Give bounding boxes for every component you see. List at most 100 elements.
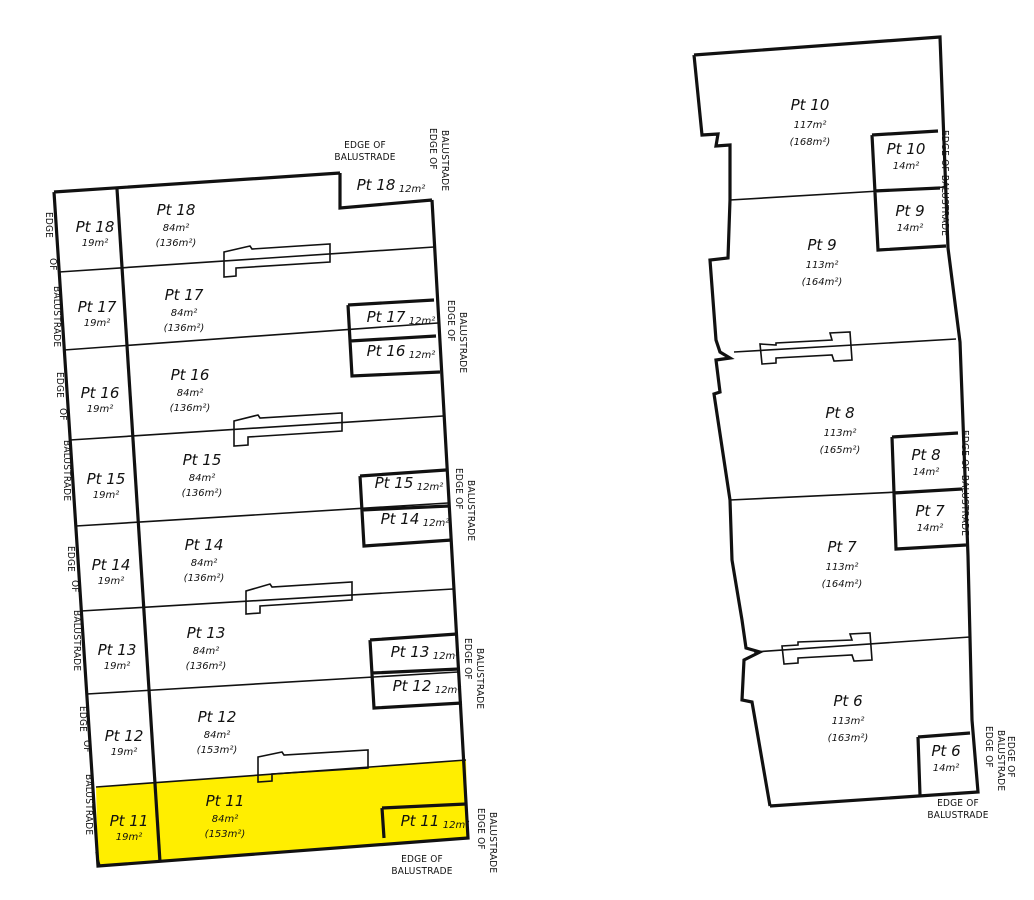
pt-8-unit-total: (165m²) (820, 445, 861, 456)
pt-8-car-area: 14m² (913, 467, 939, 478)
pt-13-unit-total: (136m²) (186, 661, 227, 672)
pt-8-car-label: Pt 8 (911, 446, 940, 464)
pt-18-balcony-label: Pt 18 (76, 218, 115, 236)
pt-16-car-area: 12m² (409, 350, 435, 361)
pt-14-car-area: 12m² (423, 518, 449, 529)
pt-18-unit-total: (136m²) (156, 238, 197, 249)
pt-7-car-label: Pt 7 (915, 502, 945, 520)
pt-17-unit-total: (136m²) (164, 323, 205, 334)
pt-10-unit-area: 117m² (794, 120, 827, 131)
pt-10-unit-label: Pt 10 (791, 96, 830, 114)
pt-13-unit-label: Pt 13 (187, 624, 226, 642)
pt-10-car-area: 14m² (893, 161, 919, 172)
edge-note-vert-4b: BALUSTRADE (474, 648, 485, 709)
pt-12-unit-label: Pt 12 (198, 708, 237, 726)
pt-14-car-label: Pt 14 (381, 510, 420, 528)
pt-11-car-area: 12m² (443, 820, 469, 831)
pt-11-unit-total: (153m²) (205, 829, 246, 840)
left-edge-3: EDGE (65, 546, 76, 572)
pt-12-unit-area: 84m² (204, 730, 230, 741)
pt-16-unit-total: (136m²) (170, 403, 211, 414)
pt-11-car-label: Pt 11 (401, 812, 440, 830)
left-bal-1: BALUSTRADE (51, 286, 62, 347)
pt-15-unit-total: (136m²) (182, 488, 223, 499)
right-edge-note-3a: EDGE OF (983, 726, 994, 768)
left-of-1: OF (47, 258, 58, 271)
pt-18-unit-area: 84m² (163, 223, 189, 234)
pt-13-car-area: 12m² (433, 651, 459, 662)
edge-note-vert-1: EDGE OF (427, 128, 438, 170)
left-edge-4: EDGE (77, 706, 88, 732)
left-of-3: OF (69, 580, 80, 593)
edge-note-vert-5b: BALUSTRADE (487, 812, 498, 873)
pt-16-car-label: Pt 16 (367, 342, 406, 360)
edge-note-vert-3b: BALUSTRADE (465, 480, 476, 541)
pt-12-unit-total: (153m²) (197, 745, 238, 756)
pt-14-unit-area: 84m² (191, 558, 217, 569)
pt-15-balcony-label: Pt 15 (87, 470, 126, 488)
pt-12-balcony-area: 19m² (111, 747, 137, 758)
left-outer-wall (52, 171, 470, 868)
left-edge-2: EDGE (54, 372, 65, 398)
pt-14-balcony-area: 19m² (98, 576, 124, 587)
right-edge-note-bottom-2: BALUSTRADE (927, 810, 988, 821)
pt-15-unit-label: Pt 15 (183, 451, 222, 469)
pt-9-car-label: Pt 9 (895, 202, 924, 220)
pt-11-unit-label: Pt 11 (206, 792, 245, 810)
edge-note-bottom-2: BALUSTRADE (391, 866, 452, 877)
pt-13-balcony-label: Pt 13 (98, 641, 137, 659)
pt-14-unit-total: (136m²) (184, 573, 225, 584)
pt-15-car-area: 12m² (417, 482, 443, 493)
pt-11-balcony-area: 19m² (116, 832, 142, 843)
pt-18-car-label: Pt 18 (357, 176, 396, 194)
pt-9-unit-total: (164m²) (802, 277, 843, 288)
left-lot-dividers (58, 246, 467, 788)
pt-7-unit-total: (164m²) (822, 579, 863, 590)
edge-note-vert-2b: BALUSTRADE (457, 312, 468, 373)
pt-10-car-label: Pt 10 (887, 140, 926, 158)
pt-6-unit-area: 113m² (832, 716, 865, 727)
pt-6-unit-total: (163m²) (828, 733, 869, 744)
pt-6-car-area: 14m² (933, 763, 959, 774)
pt-18-unit-label: Pt 18 (157, 201, 196, 219)
lot-labels: Pt 18 19m² Pt 18 84m² (136m²) Pt 18 12m² Pt 17 1… (43, 96, 1016, 877)
left-balustrade-divider (115, 188, 162, 863)
pt-7-unit-area: 113m² (826, 562, 859, 573)
pt-17-unit-area: 84m² (171, 308, 197, 319)
edge-note-top-1: EDGE OF (344, 140, 386, 151)
edge-note-top-2: BALUSTRADE (334, 152, 395, 163)
left-bal-2: BALUSTRADE (61, 440, 72, 501)
edge-note-vert-2: EDGE OF (445, 300, 456, 342)
pt-13-balcony-area: 19m² (104, 661, 130, 672)
pt-15-unit-area: 84m² (189, 473, 215, 484)
pt-12-car-label: Pt 12 (393, 677, 432, 695)
right-edge-note-bottom-1: EDGE OF (937, 798, 979, 809)
pt-18-balcony-area: 19m² (82, 238, 108, 249)
pt-12-car-area: 12m² (435, 685, 461, 696)
pt-15-car-label: Pt 15 (375, 474, 414, 492)
right-edge-note-2: EDGE OF BALUSTRADE (959, 430, 970, 536)
pt-17-car-label: Pt 17 (367, 308, 406, 326)
pt-9-unit-area: 113m² (806, 260, 839, 271)
pt-17-unit-label: Pt 17 (165, 286, 204, 304)
right-building (692, 35, 980, 808)
pt-11-highlight (96, 760, 468, 866)
left-corridor-stubs (223, 243, 369, 783)
edge-note-vert-4: EDGE OF (462, 638, 473, 680)
left-car-spaces (346, 298, 467, 839)
pt-7-unit-label: Pt 7 (827, 538, 857, 556)
right-corridor-stubs (759, 331, 873, 665)
left-bal-4: BALUSTRADE (83, 774, 94, 835)
edge-note-vert-3: EDGE OF (453, 468, 464, 510)
left-edge-1: EDGE (43, 212, 54, 238)
left-bal-3: BALUSTRADE (71, 610, 82, 671)
pt-17-balcony-area: 19m² (84, 318, 110, 329)
left-building (52, 171, 470, 868)
pt-8-unit-area: 113m² (824, 428, 857, 439)
edge-note-vert-5: EDGE OF (475, 808, 486, 850)
right-outer-wall (692, 35, 980, 808)
edge-note-vert-1b: BALUSTRADE (439, 130, 450, 191)
right-edge-note-4a: EDGE OF (1005, 736, 1016, 778)
pt-12-balcony-label: Pt 12 (105, 727, 144, 745)
